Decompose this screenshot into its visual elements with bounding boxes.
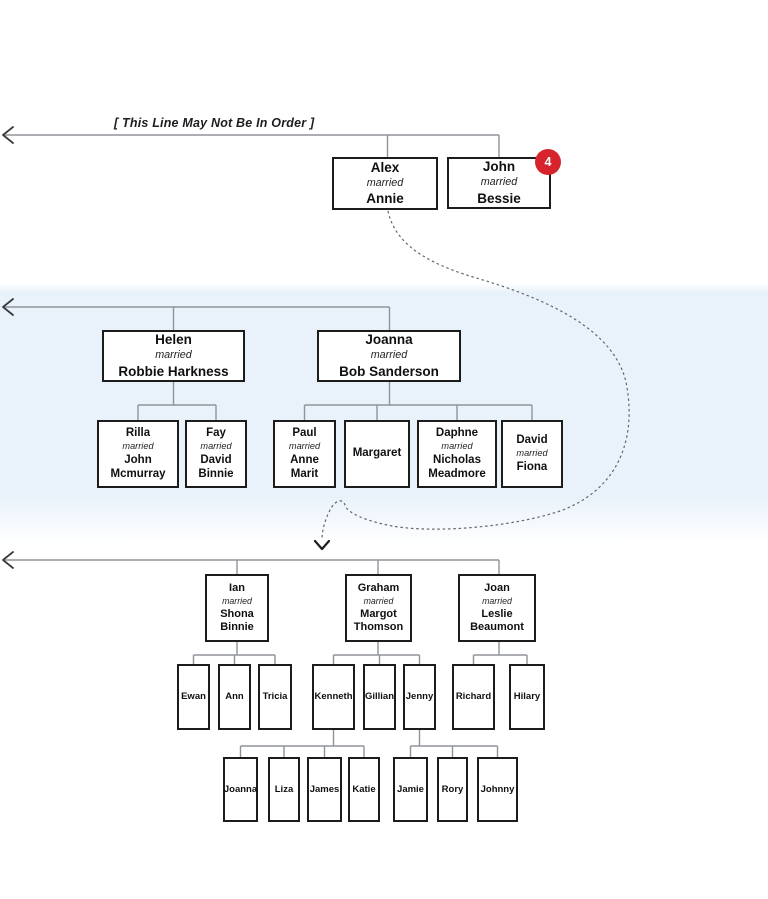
married-label: married xyxy=(288,441,321,452)
person-box-richard[interactable]: Richard xyxy=(452,664,495,730)
person-box-katie[interactable]: Katie xyxy=(348,757,380,822)
spouse-name: Bessie xyxy=(477,190,521,206)
person-name: Ann xyxy=(225,691,244,703)
spouse-name: John Mcmurray xyxy=(110,453,166,480)
person-name: James xyxy=(309,783,340,795)
married-label: married xyxy=(363,596,394,607)
person-box-jamie[interactable]: Jamie xyxy=(393,757,428,822)
person-box-rory[interactable]: Rory xyxy=(437,757,468,822)
person-name: Fay xyxy=(206,426,226,439)
person-name: Graham xyxy=(357,582,400,595)
person-box-liza[interactable]: Liza xyxy=(268,757,300,822)
ian-children-bus xyxy=(192,642,276,664)
gen3-rail-line xyxy=(3,559,500,574)
married-label: married xyxy=(516,448,548,459)
married-label: married xyxy=(482,596,512,607)
married-label: married xyxy=(155,349,192,362)
person-name: Kenneth xyxy=(314,691,353,703)
person-name: John xyxy=(482,159,516,175)
person-box-ewan[interactable]: Ewan xyxy=(177,664,210,730)
married-label: married xyxy=(441,441,473,452)
person-box-margaret[interactable]: Margaret xyxy=(344,420,410,488)
person-name: Paul xyxy=(292,426,317,439)
graham-children-bus xyxy=(332,642,421,664)
spouse-name: David Binnie xyxy=(198,453,234,480)
person-name: Hilary xyxy=(513,691,541,703)
person-name: Joan xyxy=(484,582,510,595)
person-box-gillian[interactable]: Gillian xyxy=(363,664,396,730)
generation-highlight-band xyxy=(0,284,768,544)
person-name: Joanna xyxy=(365,332,413,348)
person-box-kenneth[interactable]: Kenneth xyxy=(312,664,355,730)
person-name: Margaret xyxy=(352,447,402,460)
person-name: Daphne xyxy=(435,426,479,439)
spouse-name: Leslie Beaumont xyxy=(470,608,524,633)
person-name: Alex xyxy=(370,159,400,175)
person-name: Ewan xyxy=(181,691,206,703)
person-box-hilary[interactable]: Hilary xyxy=(509,664,545,730)
person-box-johnny[interactable]: Johnny xyxy=(477,757,518,822)
person-box-james[interactable]: James xyxy=(307,757,342,822)
gen1-rail-line xyxy=(3,134,500,157)
person-name: Johnny xyxy=(480,783,515,795)
person-name: Gillian xyxy=(364,691,395,703)
person-box-joanna_jr[interactable]: Joanna xyxy=(223,757,258,822)
order-note: [ This Line May Not Be In Order ] xyxy=(114,116,315,130)
person-box-ann[interactable]: Ann xyxy=(218,664,251,730)
left-arrow-icon xyxy=(2,126,14,144)
person-name: Jenny xyxy=(405,691,434,703)
married-label: married xyxy=(200,441,232,452)
person-name: Tricia xyxy=(262,691,288,703)
person-name: Joanna xyxy=(223,783,258,795)
spouse-name: Robbie Harkness xyxy=(118,363,229,379)
person-name: Rory xyxy=(441,783,464,795)
person-name: Helen xyxy=(155,332,192,348)
spouse-name: Bob Sanderson xyxy=(339,363,439,379)
person-name: David xyxy=(516,433,548,446)
jenny-children-bus xyxy=(409,730,499,757)
joan-children-bus xyxy=(472,642,528,664)
count-badge: 4 xyxy=(535,149,561,175)
spouse-name: Fiona xyxy=(516,460,548,473)
left-arrow-icon xyxy=(2,551,14,569)
spouse-name: Shona Binnie xyxy=(220,608,254,633)
person-name: Jamie xyxy=(397,783,424,795)
spouse-name: Annie xyxy=(366,191,404,207)
married-label: married xyxy=(480,176,518,189)
spouse-name: Margot Thomson xyxy=(353,608,404,633)
person-name: Ian xyxy=(229,582,245,595)
person-box-tricia[interactable]: Tricia xyxy=(258,664,292,730)
person-name: Richard xyxy=(455,691,492,703)
spouse-name: Anne Marit xyxy=(290,453,319,480)
kenneth-children-bus xyxy=(239,730,365,757)
person-name: Katie xyxy=(352,783,376,795)
married-label: married xyxy=(370,349,408,362)
married-label: married xyxy=(366,176,404,189)
person-box-jenny[interactable]: Jenny xyxy=(403,664,436,730)
married-label: married xyxy=(222,596,252,607)
married-label: married xyxy=(122,441,154,452)
spouse-name: Nicholas Meadmore xyxy=(428,453,486,480)
person-name: Liza xyxy=(274,783,294,795)
person-name: Rilla xyxy=(125,426,151,439)
